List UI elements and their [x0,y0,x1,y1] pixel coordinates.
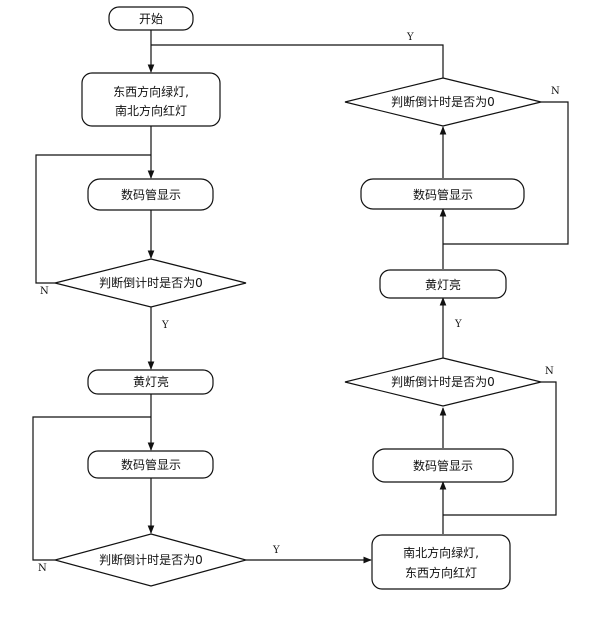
label-y-check-3: Y [454,319,462,330]
node-display-4-label: 数码管显示 [413,187,473,202]
node-display-1-label: 数码管显示 [121,187,181,202]
node-display-3: 数码管显示 [372,448,514,483]
label-n-check-1: N [40,286,49,297]
node-check-3: 判断倒计时是否为0 [344,357,542,407]
node-yellow-1: 黄灯亮 [87,369,214,395]
node-ew-green-line1: 东西方向绿灯, [113,84,189,99]
node-check-1-label: 判断倒计时是否为0 [99,275,203,290]
node-check-4-label: 判断倒计时是否为0 [391,94,495,109]
node-display-4: 数码管显示 [360,178,525,210]
node-check-1: 判断倒计时是否为0 [54,258,247,308]
node-yellow-1-label: 黄灯亮 [133,374,169,389]
node-ns-green: 南北方向绿灯, 东西方向红灯 [371,534,511,590]
node-display-3-label: 数码管显示 [413,458,473,473]
node-yellow-2: 黄灯亮 [379,269,507,299]
label-n-check-2: N [38,563,47,574]
node-check-2: 判断倒计时是否为0 [52,533,249,587]
node-yellow-2-label: 黄灯亮 [425,277,461,292]
node-start: 开始 [108,6,194,31]
node-ns-green-line1: 南北方向绿灯, [403,545,479,560]
node-display-2: 数码管显示 [87,450,214,479]
loop-check4-no [443,101,569,245]
node-check-2-label: 判断倒计时是否为0 [99,552,203,567]
node-ns-green-line2: 东西方向红灯 [405,565,477,580]
node-display-2-label: 数码管显示 [121,457,181,472]
label-n-check-3: N [545,366,554,377]
node-ew-green-line2: 南北方向红灯 [115,103,187,118]
label-y-check-2: Y [272,545,280,556]
node-ew-green: 东西方向绿灯, 南北方向红灯 [81,72,221,127]
label-y-check-1: Y [161,320,169,331]
node-check-3-label: 判断倒计时是否为0 [391,374,495,389]
label-y-top: Y [406,32,414,43]
label-n-check-4: N [551,86,560,97]
loop-check3-no [443,381,557,516]
node-display-1: 数码管显示 [87,178,214,211]
node-start-label: 开始 [139,12,163,26]
loop-check2-no [32,416,151,561]
loop-check1-no [35,154,151,284]
branch-labels: Y N N Y N Y N Y [38,32,560,574]
node-check-4: 判断倒计时是否为0 [344,77,542,127]
